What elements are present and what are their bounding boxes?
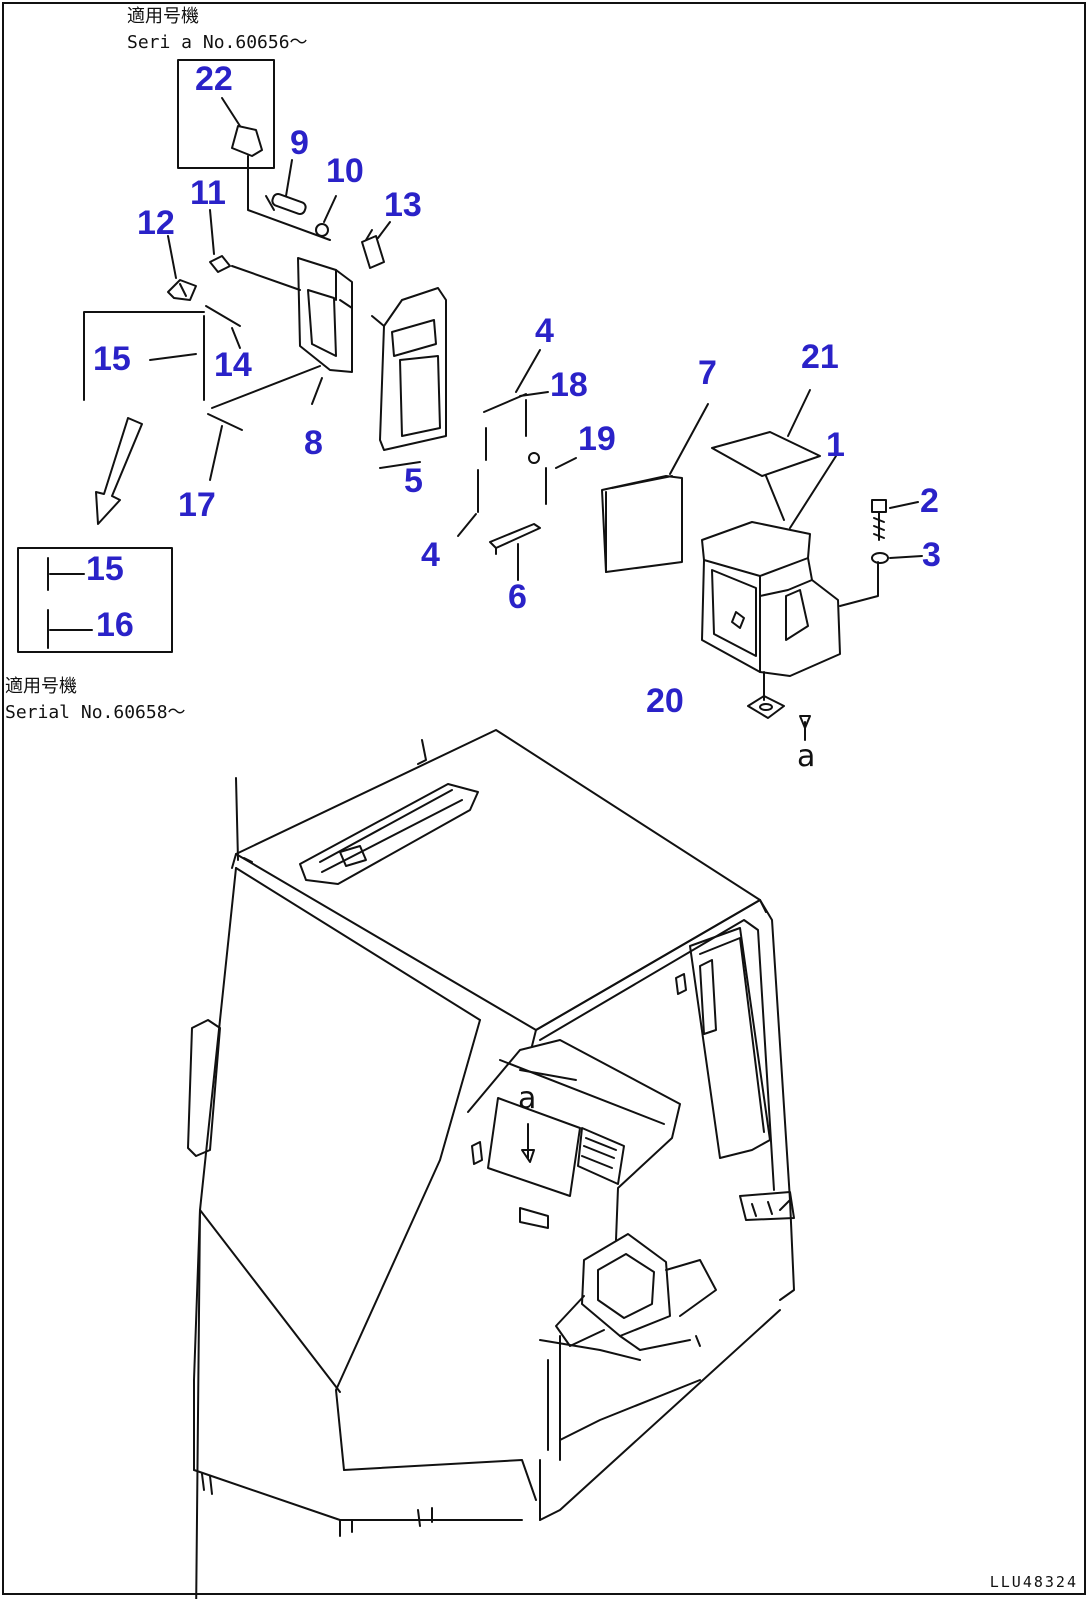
part-22-plate: [232, 126, 262, 156]
bracket-15: [84, 312, 204, 400]
part-10-ring: [316, 224, 328, 236]
leader-13: [378, 222, 390, 238]
callout-11: 11: [190, 174, 226, 212]
detail-box-16: [18, 548, 172, 652]
leader-5: [380, 462, 420, 468]
serial-note-top-label: 適用号機: [127, 6, 199, 27]
part-6-channel: [490, 524, 540, 554]
arrow-down: [96, 418, 142, 524]
leader-12: [168, 236, 176, 278]
cab-assembly: [188, 730, 794, 1599]
part-19-washer: [529, 453, 539, 463]
detail-box-22: [178, 60, 274, 168]
callout-21: 21: [801, 338, 839, 376]
leader-10: [324, 196, 336, 222]
leader-9: [286, 160, 292, 196]
callout-9: 9: [290, 124, 309, 162]
leader-11-long: [232, 266, 300, 290]
part-20-gasket: [748, 696, 784, 718]
leader-2: [890, 502, 918, 508]
drawing-code: LLU48324: [989, 1573, 1078, 1591]
callout-19: 19: [578, 420, 616, 458]
leader-22: [222, 98, 240, 126]
callout-14: 14: [214, 346, 252, 384]
part-14-rod: [206, 306, 240, 326]
callout-1: 1: [826, 426, 845, 464]
part-9-pin: [266, 193, 307, 216]
part-17-rod: [208, 414, 242, 430]
callout-15-upper: 15: [93, 340, 131, 378]
callout-22: 22: [195, 60, 233, 98]
leader-15: [150, 354, 196, 360]
detail-letter-a-cab: a: [518, 1081, 537, 1116]
callout-20: 20: [646, 682, 684, 720]
part-20-hole: [760, 704, 772, 710]
part-21-sheet: [712, 432, 820, 476]
part-lid: [372, 288, 446, 450]
part-2-bolt: [872, 500, 886, 540]
leader-14: [232, 328, 240, 348]
callout-12: 12: [137, 204, 175, 242]
part-13-clip: [362, 230, 384, 268]
callout-8: 8: [304, 424, 323, 462]
callout-7: 7: [698, 354, 717, 392]
part-3-washer: [872, 553, 888, 563]
leader-19: [556, 458, 576, 468]
callout-4-upper: 4: [535, 312, 554, 350]
callout-4-lower: 4: [421, 536, 440, 574]
part-4-upper: [484, 394, 526, 412]
leader-21-down: [766, 476, 784, 520]
leader-1: [790, 456, 836, 528]
serial-note-bottom-label: 適用号機: [5, 676, 77, 697]
callout-6: 6: [508, 578, 527, 616]
detail-letter-a-top: a: [797, 739, 816, 774]
callout-3: 3: [922, 536, 941, 574]
leader-17: [210, 426, 222, 480]
leader-4-lower: [458, 514, 476, 536]
leader-4-18: [520, 392, 548, 396]
part-8-bracket: [298, 258, 352, 372]
callout-18: 18: [550, 366, 588, 404]
callout-17: 17: [178, 486, 216, 524]
callout-10: 10: [326, 152, 364, 190]
part-screw-a: [800, 716, 810, 728]
leader-7: [670, 404, 708, 474]
leader-11: [210, 210, 214, 254]
leader-3: [890, 556, 922, 558]
part-12-bolt: [168, 280, 196, 300]
serial-note-bottom-value: Serial No.60658～: [5, 702, 186, 723]
leader-8: [312, 378, 322, 404]
part-7-manual: [602, 476, 682, 572]
leader-8-to-15: [212, 366, 320, 408]
callout-13: 13: [384, 186, 422, 224]
leader-4-upper: [516, 350, 540, 392]
callout-16: 16: [96, 606, 134, 644]
serial-note-top-value: Seri a No.60656～: [127, 32, 308, 53]
callout-15-lower: 15: [86, 550, 124, 588]
part-1-box: [702, 522, 840, 676]
callout-5: 5: [404, 462, 423, 500]
leader-22-long: [248, 156, 330, 240]
leader-21: [788, 390, 810, 436]
callout-2: 2: [920, 482, 939, 520]
part-11-nut: [210, 256, 230, 272]
leader-1-right: [840, 562, 878, 606]
